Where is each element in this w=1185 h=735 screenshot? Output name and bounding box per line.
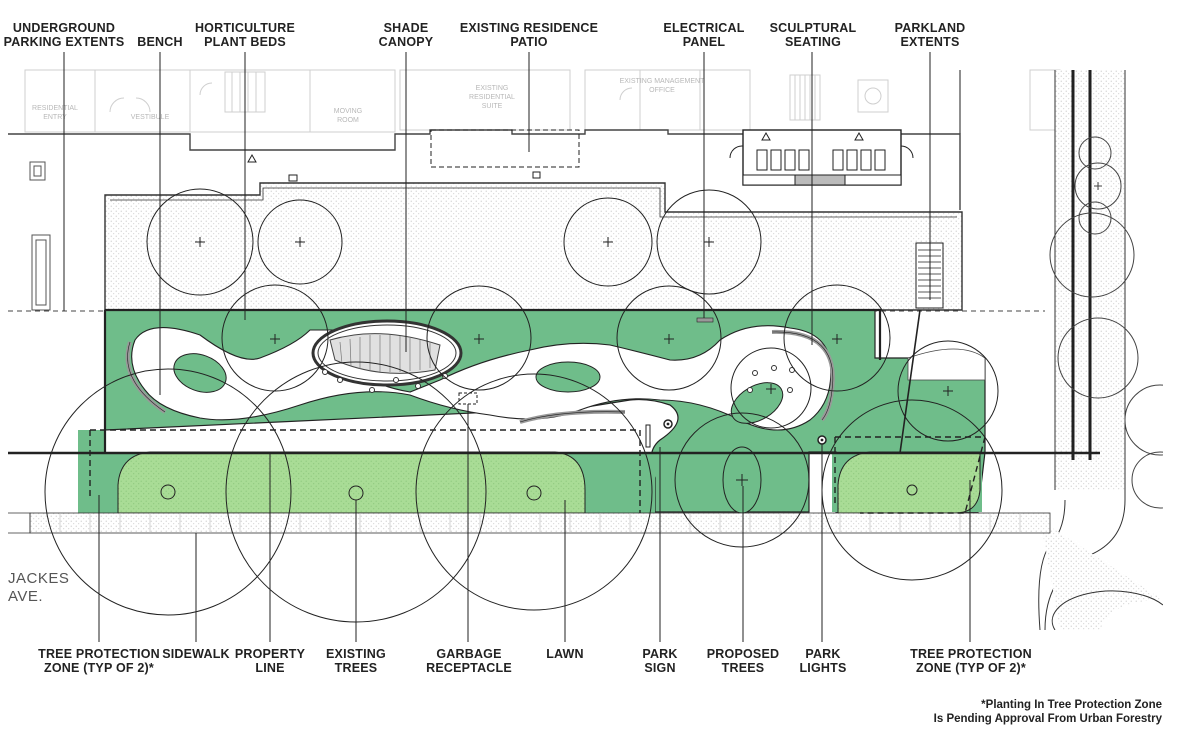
room-suite-3: SUITE — [482, 103, 503, 110]
label-proposed-trees-1: PROPOSED — [707, 647, 779, 661]
labels-bottom: TREE PROTECTION ZONE (TYP OF 2)* SIDEWAL… — [38, 647, 1032, 675]
room-residential-entry-2: ENTRY — [43, 114, 67, 121]
labels-top: UNDERGROUND PARKING EXTENTS BENCH HORTIC… — [4, 21, 966, 49]
label-residence-patio-2: PATIO — [510, 35, 547, 49]
label-parkland-extents-1: PARKLAND — [895, 21, 966, 35]
room-moving-2: ROOM — [337, 117, 359, 124]
label-proposed-trees-2: TREES — [722, 661, 765, 675]
planting-bed-west — [117, 451, 586, 514]
planting-bed-east — [837, 451, 981, 514]
label-garbage-1: GARBAGE — [436, 647, 501, 661]
residence-patio — [430, 129, 580, 168]
label-sculptural-seating-1: SCULPTURAL — [770, 21, 857, 35]
room-vestibule: VESTIBULE — [131, 114, 170, 121]
label-underground-parking-2: PARKING EXTENTS — [4, 35, 125, 49]
tree-protection-zone-west — [90, 429, 641, 513]
label-electrical-panel-2: PANEL — [683, 35, 726, 49]
existing-building — [24, 69, 1061, 133]
footnote-line-1: *Planting In Tree Protection Zone — [981, 699, 1162, 711]
label-park-sign-1: PARK — [642, 647, 677, 661]
label-tree-protection-left-2: ZONE (TYP OF 2)* — [44, 661, 154, 675]
shade-canopy — [311, 319, 463, 393]
label-lawn: LAWN — [546, 647, 584, 661]
label-horticulture-1: HORTICULTURE — [195, 21, 295, 35]
label-shade-canopy-1: SHADE — [384, 21, 429, 35]
label-bench: BENCH — [137, 35, 182, 49]
label-shade-canopy-2: CANOPY — [379, 35, 434, 49]
tree-protection-zone-east — [835, 436, 986, 514]
street-label-2: AVE. — [8, 588, 43, 605]
label-horticulture-2: PLANT BEDS — [204, 35, 286, 49]
label-tree-protection-right-1: TREE PROTECTION — [910, 647, 1032, 661]
label-electrical-panel-1: ELECTRICAL — [663, 21, 744, 35]
label-tree-protection-right-2: ZONE (TYP OF 2)* — [916, 661, 1026, 675]
label-property-line-2: LINE — [255, 661, 284, 675]
label-existing-trees-2: TREES — [335, 661, 378, 675]
label-garbage-2: RECEPTACLE — [426, 661, 512, 675]
footnote-line-2: Is Pending Approval From Urban Forestry — [934, 713, 1163, 725]
street-label-1: JACKES — [8, 570, 69, 587]
label-park-sign-2: SIGN — [644, 661, 675, 675]
room-management-1: EXISTING MANAGEMENT — [620, 78, 706, 85]
leader-lines — [63, 52, 971, 642]
room-moving-1: MOVING — [334, 108, 362, 115]
label-residence-patio-1: EXISTING RESIDENCE — [460, 21, 598, 35]
park-sign — [645, 424, 651, 448]
room-management-2: OFFICE — [649, 87, 675, 94]
label-parkland-extents-2: EXTENTS — [900, 35, 959, 49]
entry-pavilion — [729, 129, 914, 186]
label-park-lights-1: PARK — [805, 647, 840, 661]
room-residential-entry-1: RESIDENTIAL — [32, 105, 78, 112]
room-suite-2: RESIDENTIAL — [469, 94, 515, 101]
label-property-line-1: PROPERTY — [235, 647, 306, 661]
existing-paved-area — [104, 182, 963, 311]
existing-trees — [44, 188, 1003, 623]
building-room-labels: RESIDENTIAL ENTRY VESTIBULE MOVING ROOM … — [32, 78, 705, 124]
label-park-lights-2: LIGHTS — [799, 661, 846, 675]
label-sculptural-seating-2: SEATING — [785, 35, 841, 49]
label-tree-protection-left-1: TREE PROTECTION — [38, 647, 160, 661]
label-existing-trees-1: EXISTING — [326, 647, 386, 661]
label-sidewalk: SIDEWALK — [162, 647, 230, 661]
room-suite-1: EXISTING — [476, 85, 509, 92]
label-underground-parking-1: UNDERGROUND — [13, 21, 115, 35]
